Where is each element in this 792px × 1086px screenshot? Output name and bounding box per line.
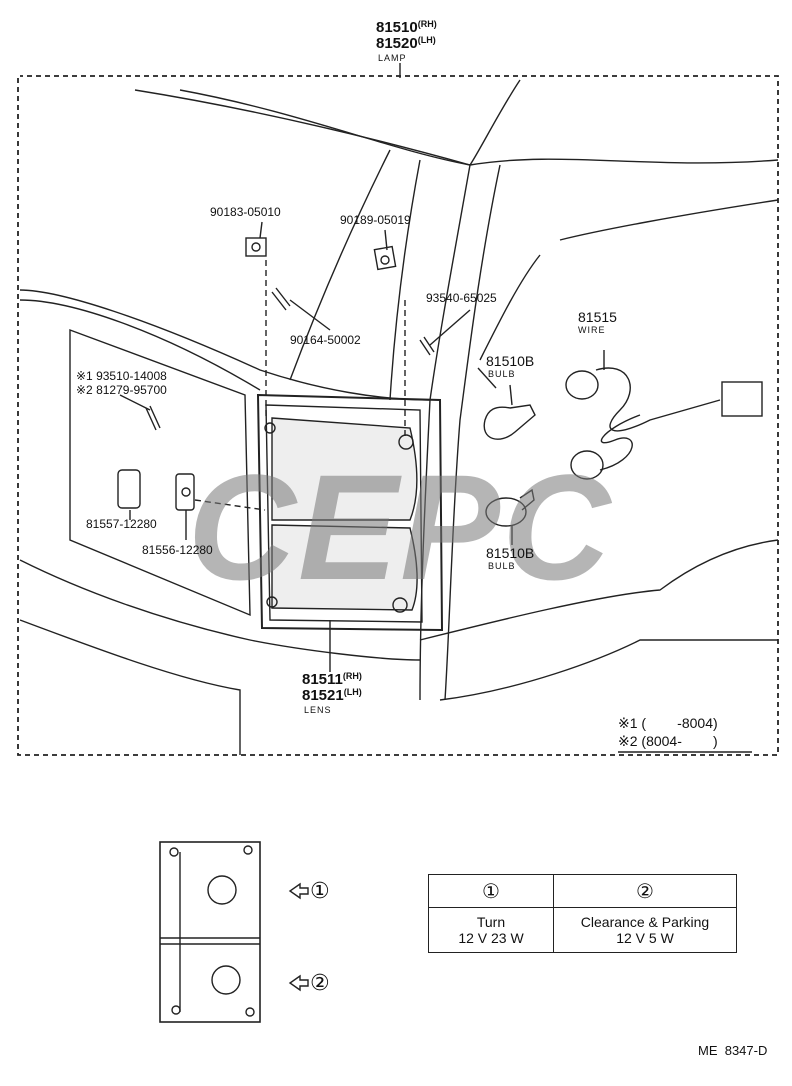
bulb-bottom-part: 81510B [486, 545, 535, 561]
bulb-bottom-name: BULB [488, 561, 516, 571]
callout-93510: ※1 93510-14008 [76, 369, 167, 383]
bulb-top-name: BULB [488, 369, 516, 379]
spec-col2-header: ② [553, 874, 737, 908]
legend-position-1: ① [310, 878, 330, 903]
bulb-bottom-shape [485, 488, 535, 545]
callout-93540: 93540-65025 [426, 291, 497, 305]
legend-lamp-outline [159, 841, 261, 1023]
bulb-top-shape [483, 384, 536, 440]
bulb-top-part: 81510B [486, 353, 535, 369]
wire-part: 81515 [578, 309, 617, 325]
document-code: ME 8347-D [698, 1043, 768, 1058]
callout-90189: 90189-05019 [340, 213, 411, 227]
spec-col2-value: Clearance & Parking 12 V 5 W [553, 907, 737, 953]
callout-90164: 90164-50002 [290, 333, 361, 347]
wire-harness-shape [565, 350, 763, 480]
note-2: ※2 (8004- ) [618, 733, 718, 749]
note-1: ※1 ( -8004) [618, 715, 718, 731]
spec-col1-header: ① [428, 874, 554, 908]
lens-lower [271, 524, 418, 611]
callout-90183: 90183-05010 [210, 205, 281, 219]
lens-name: LENS [304, 705, 332, 715]
lamp-part-rh: 81510(RH) [376, 19, 437, 36]
lens-part-rh: 81511(RH) [302, 671, 362, 688]
callout-81557: 81557-12280 [86, 517, 157, 531]
wire-name: WIRE [578, 325, 606, 335]
lamp-housing [256, 393, 444, 632]
callout-81279: ※2 81279-95700 [76, 383, 167, 397]
group-frame [17, 75, 779, 756]
bulb-spec-table: ① ② Turn 12 V 23 W Clearance & Parking 1… [428, 874, 737, 953]
lens-part-lh: 81521(LH) [302, 687, 362, 704]
spec-col1-value: Turn 12 V 23 W [428, 907, 554, 953]
callout-81556: 81556-12280 [142, 543, 213, 557]
lens-upper [271, 417, 418, 521]
lamp-part-lh: 81520(LH) [376, 35, 436, 52]
legend-position-2: ② [310, 970, 330, 995]
lamp-name: LAMP [378, 53, 407, 63]
